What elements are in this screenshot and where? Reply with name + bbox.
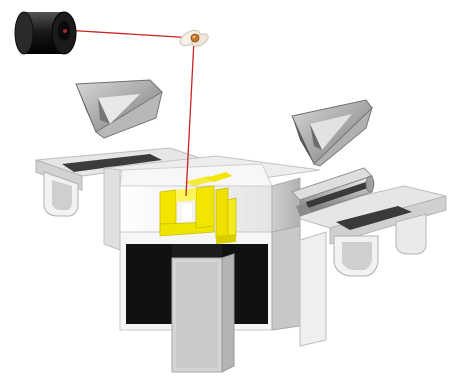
right-powder-hopper-icon (292, 100, 372, 166)
build-piston (172, 254, 234, 372)
scanning-mirror-icon (177, 27, 210, 49)
laser-emitter-icon (15, 12, 76, 54)
left-powder-hopper-icon (76, 80, 162, 138)
